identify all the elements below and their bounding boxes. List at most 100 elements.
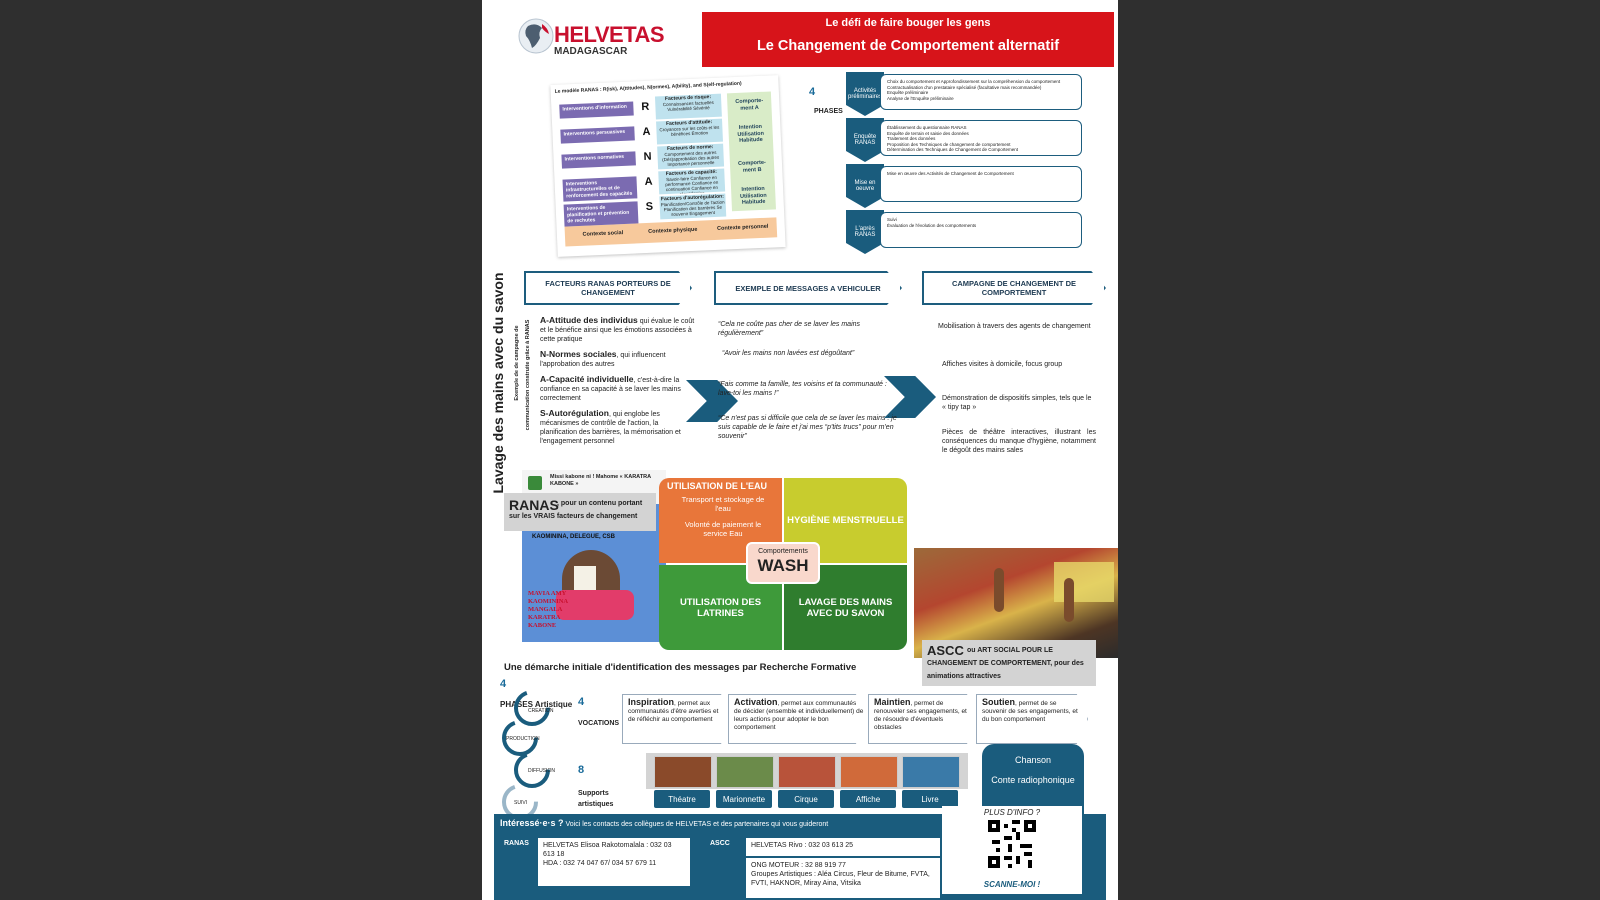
- campaign-item: Pièces de théâtre interactives, illustra…: [942, 429, 1096, 454]
- formative-research-heading: Une démarche initiale d'identification d…: [504, 662, 857, 673]
- qr-code-icon[interactable]: [988, 820, 1036, 868]
- vocation-title: Inspiration: [628, 697, 675, 707]
- ranas-label-big: RANAS: [509, 497, 559, 513]
- wash-quadrant-diagram: UTILISATION DE L'EAU Transport et stocka…: [659, 478, 907, 650]
- factor-item-text: , qui influencent l'approbation des autr…: [540, 352, 666, 368]
- message-quote: “Avoir les mains non lavées est dégoûtan…: [722, 350, 855, 357]
- ascc-contact-3: Groupes Artistiques : Aléa Circus, Fleur…: [751, 871, 930, 887]
- vocation-title: Activation: [734, 697, 778, 707]
- phase-bullet: Traitement des données: [887, 136, 936, 141]
- intervention-box: Interventions de planification et préven…: [563, 201, 639, 227]
- ranas-letter: S: [645, 200, 654, 214]
- vocation-box: Maintien, permet de renouveler ses engag…: [868, 694, 978, 744]
- factor-item-title: S-Autorégulation: [540, 408, 609, 418]
- factor-item-text: qui évalue le coût et le bénéfice ainsi …: [540, 318, 695, 343]
- brand-logo-text: HELVETAS: [554, 22, 665, 47]
- wash-water-item-1: Transport et stockage de l'eau: [681, 495, 765, 513]
- puppet-figure: [1064, 578, 1074, 622]
- support-extra-item[interactable]: Conte radiophonique: [991, 775, 1075, 785]
- artistic-phases-label: PHASES Artistique: [500, 700, 573, 709]
- vocation-text: , permet aux communautés de décider (ens…: [734, 700, 864, 731]
- phase-box: Mise en œuvre des Activités de Changemen…: [880, 166, 1082, 202]
- support-chip[interactable]: Marionnette: [716, 790, 772, 808]
- footer-ascc-contact-top: HELVETAS Rivo : 032 03 613 25: [746, 838, 940, 856]
- factor-item: N-Normes sociales, qui influencent l'app…: [540, 350, 696, 369]
- ranas-label-box: RANAS , pour un contenu portant sur les …: [504, 493, 656, 531]
- brand-logo-sub: MADAGASCAR: [554, 46, 628, 57]
- ascc-contact-1: HELVETAS Rivo : 032 03 613 25: [751, 842, 854, 849]
- factor-item-title: A-Capacité individuelle: [540, 374, 634, 384]
- factor-box: Facteurs de norme:Comportement des autre…: [657, 143, 725, 170]
- vocation-title: Maintien: [874, 697, 911, 707]
- ascc-label-text: ou ART SOCIAL POUR LE CHANGEMENT DE COMP…: [927, 647, 1084, 680]
- wash-menstrual-label: HYGIÈNE MENSTRUELLE: [787, 515, 904, 526]
- support-chip[interactable]: Affiche: [840, 790, 896, 808]
- vocations-label: VOCATIONS: [578, 720, 620, 727]
- phase-bullet: Enquête préliminaire: [887, 90, 929, 95]
- support-photo: [654, 756, 712, 788]
- ascc-label-box: ASCC ou ART SOCIAL POUR LE CHANGEMENT DE…: [922, 640, 1096, 686]
- factor-item: A-Capacité individuelle, c'est-à-dire la…: [540, 375, 696, 403]
- factors-list: A-Attitude des individus qui évalue le c…: [540, 316, 696, 452]
- vertical-main-title: Lavage des mains avec du savon: [490, 272, 506, 494]
- phase-bullet: Suivi: [887, 217, 897, 222]
- intervention-box: Interventions d'information: [559, 101, 634, 119]
- supports-count: 8: [578, 764, 585, 776]
- cycle-step-1: CREATION: [528, 708, 554, 714]
- ranas-label-text: , pour un contenu portant sur les VRAIS …: [509, 500, 643, 520]
- factor-box: Facteurs d'attitude:Croyances sur les co…: [656, 118, 723, 145]
- vertical-sub-2: communication construite grâce à RANAS: [525, 319, 531, 431]
- puppet-figure: [994, 568, 1004, 612]
- column-header-campaign: CAMPAGNE DE CHANGEMENT DE COMPORTEMENT: [922, 271, 1106, 305]
- intervention-box: Interventions persuasives: [560, 126, 635, 144]
- factor-box: Facteurs de risque:Connaissances factuel…: [654, 93, 722, 120]
- factor-text: Savoir-faire Confiance en performance Co…: [665, 174, 719, 195]
- support-chip[interactable]: Théatre: [654, 790, 710, 808]
- support-chip[interactable]: Cirque: [778, 790, 834, 808]
- artistic-cycle-diagram: CREATION PRODUCTION DIFFUSION SUIVI: [498, 690, 558, 820]
- outcome-label: Intention Utilisation Habitude: [737, 123, 765, 144]
- footer-ascc-contacts: ONG MOTEUR : 32 88 919 77 Groupes Artist…: [746, 858, 940, 898]
- ranas-letter: R: [641, 100, 650, 114]
- poster-photo-mid-text: KAOMININA, DELEGUE, CSB: [532, 534, 616, 540]
- intervention-box: Interventions normatives: [561, 151, 636, 169]
- support-photo: [716, 756, 774, 788]
- factor-item: A-Attitude des individus qui évalue le c…: [540, 316, 696, 344]
- ascc-contact-2: ONG MOTEUR : 32 88 919 77: [751, 862, 846, 869]
- campaign-item: Démonstration de dispositifs simples, te…: [942, 395, 1092, 411]
- ranas-contact-1: HELVETAS Elisoa Rakotomalala : 032 03 61…: [543, 842, 672, 858]
- message-quote: “Fais comme ta famille, tes voisins et t…: [718, 381, 887, 397]
- footer-ranas-contacts: HELVETAS Elisoa Rakotomalala : 032 03 61…: [538, 838, 690, 886]
- contact-footer: Intéressé·e·s ? Voici les contacts des c…: [494, 806, 1106, 900]
- phase-bullet: Choix du comportement et Approfondisseme…: [887, 79, 1061, 84]
- support-photo: [778, 756, 836, 788]
- factor-text: Connaissances factuelles Vulnérabilité S…: [662, 99, 714, 112]
- card-figure: [574, 566, 596, 596]
- stage-backdrop: [1054, 562, 1114, 602]
- supports-label: Supports artistiques: [578, 790, 614, 808]
- phase-bullet: Évaluation de l'évolution des comporteme…: [887, 222, 977, 228]
- wash-center-small: Comportements: [758, 548, 808, 555]
- campaign-item: Mobilisation à travers des agents de cha…: [938, 323, 1091, 330]
- vocation-box: Inspiration, permet aux communautés d'êt…: [622, 694, 732, 744]
- support-chip[interactable]: Livre: [902, 790, 958, 808]
- support-photo: [902, 756, 960, 788]
- wash-water-item-2: Volonté de paiement le service Eau: [684, 520, 762, 538]
- ranas-letter: A: [644, 175, 653, 189]
- wash-center-big: WASH: [757, 556, 809, 575]
- factor-box: Facteurs de capacité:Savoir-faire Confia…: [658, 168, 726, 195]
- vocation-box: Activation, permet aux communautés de dé…: [728, 694, 870, 744]
- support-extra-item[interactable]: Chanson: [1014, 755, 1052, 765]
- footer-question: Intéressé·e·s ?: [500, 818, 564, 828]
- artistic-phases-count: 4: [500, 678, 507, 690]
- footer-ranas-label: RANAS: [504, 840, 529, 847]
- title-banner: Le défi de faire bouger les gens Le Chan…: [702, 12, 1114, 67]
- vocations-count: 4: [578, 696, 585, 708]
- factor-item-title: N-Normes sociales: [540, 349, 617, 359]
- phase-bullet: Proposition des Techniques de changement…: [887, 141, 1011, 147]
- footer-ascc-label: ASCC: [710, 840, 730, 847]
- outcome-label: Comporte-ment A: [735, 97, 764, 112]
- plus-info-label: PLUS D'INFO ?: [983, 808, 1041, 817]
- phase-chevron: Activités préliminaires: [846, 72, 884, 116]
